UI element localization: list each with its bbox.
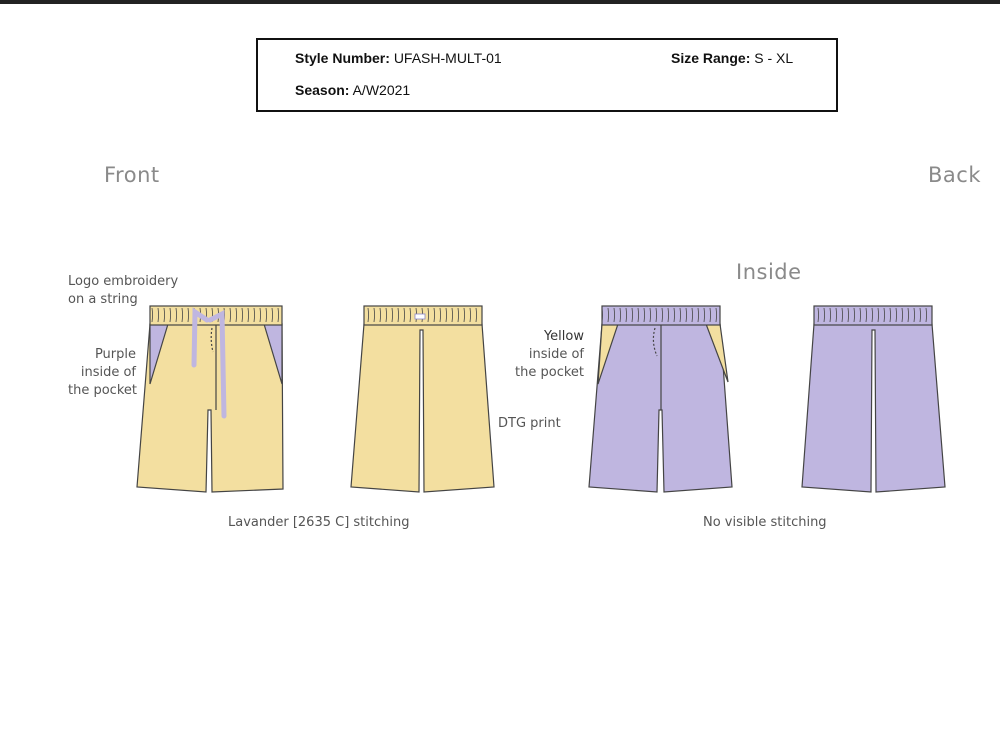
purple-note-line-3: the pocket [68, 383, 137, 398]
logo-note-line-2: on a string [68, 292, 138, 307]
shorts-back-yellow [350, 305, 495, 493]
top-border [0, 0, 1000, 4]
yellow-note-line-1: Yellow [543, 329, 584, 344]
size-range-field: Size Range: S - XL [671, 50, 793, 66]
season-field: Season: A/W2021 [295, 82, 410, 98]
style-number-field: Style Number: UFASH-MULT-01 [295, 50, 502, 66]
shorts-inside-front-lavender [588, 305, 733, 493]
yellow-note-line-2: inside of [528, 347, 584, 362]
purple-note-line-2: inside of [80, 365, 136, 380]
purple-pocket-note: Purple inside of the pocket [68, 346, 137, 400]
purple-note-line-1: Purple [94, 347, 136, 362]
style-number-label: Style Number: [295, 50, 390, 66]
front-heading: Front [104, 163, 160, 187]
inside-heading: Inside [736, 260, 802, 284]
season-value: A/W2021 [352, 82, 411, 98]
yellow-pocket-note: Yellow inside of the pocket [514, 328, 584, 382]
yellow-note-line-3: the pocket [515, 365, 584, 380]
lavender-stitching-note: Lavander [2635 C] stitching [228, 515, 410, 530]
size-range-value: S - XL [754, 50, 794, 66]
style-number-value: UFASH-MULT-01 [393, 50, 502, 66]
logo-note-line-1: Logo embroidery [68, 274, 179, 289]
spec-header-box: Style Number: UFASH-MULT-01 Size Range: … [256, 38, 838, 112]
logo-embroidery-note: Logo embroidery on a string [68, 273, 178, 309]
dtg-print-note: DTG print [498, 416, 561, 431]
no-stitching-note: No visible stitching [703, 515, 827, 530]
back-heading: Back [928, 163, 981, 187]
size-range-label: Size Range: [671, 50, 751, 66]
season-label: Season: [295, 82, 350, 98]
shorts-inside-back-lavender [801, 305, 946, 493]
shorts-front-yellow [136, 305, 284, 493]
